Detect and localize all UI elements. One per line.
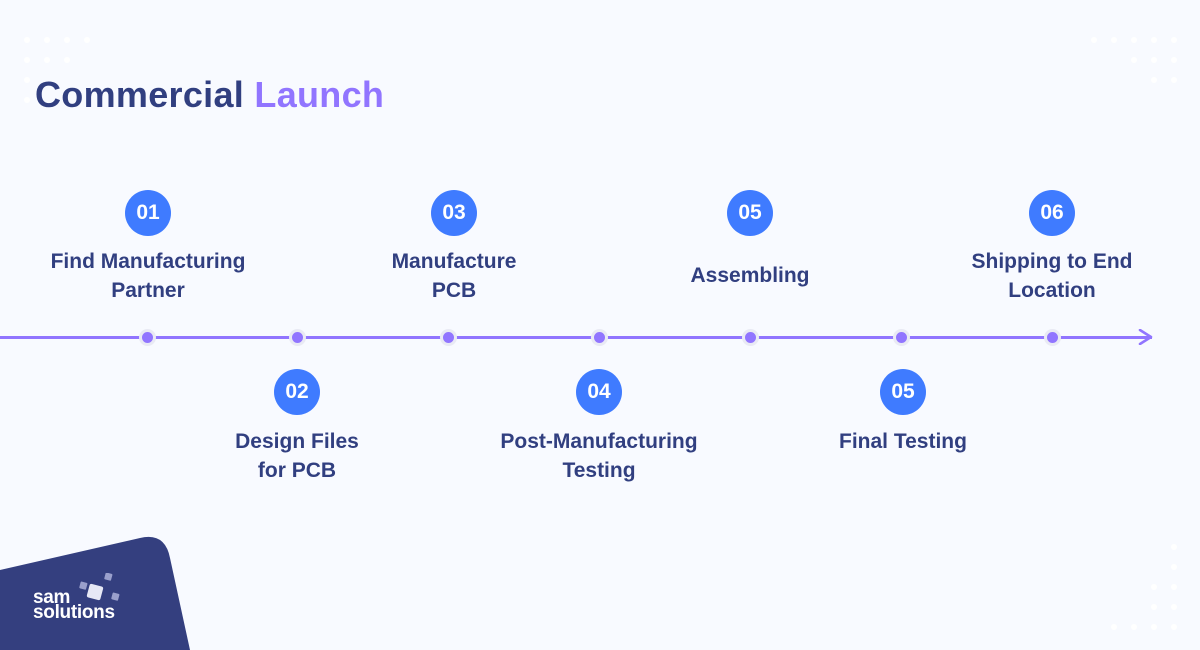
step-number-badge: 05 [727, 190, 773, 236]
step-number-badge: 06 [1029, 190, 1075, 236]
title-part-1: Commercial [35, 74, 245, 115]
step-02: 02 Design Files for PCB [167, 369, 427, 485]
step-number-badge: 05 [880, 369, 926, 415]
timeline-node-2 [288, 329, 306, 346]
step-01: 01 Find Manufacturing Partner [18, 190, 278, 305]
step-06: 06 Shipping to End Location [922, 190, 1182, 305]
step-03: 03 Manufacture PCB [324, 190, 584, 305]
page-title: Commercial Launch [35, 74, 384, 116]
timeline-node-1 [138, 329, 156, 346]
step-label: Find Manufacturing Partner [50, 250, 246, 302]
step-label: Manufacture PCB [391, 250, 517, 302]
title-part-2: Launch [254, 74, 385, 115]
step-label: Post-Manufacturing Testing [500, 430, 698, 482]
step-05-assembling: 05 Assembling [620, 190, 880, 290]
step-number-badge: 01 [125, 190, 171, 236]
timeline-line [0, 336, 1152, 339]
timeline-node-7 [1043, 329, 1061, 346]
timeline-node-3 [439, 329, 457, 346]
step-05-final-testing: 05 Final Testing [773, 369, 1033, 456]
step-label: Shipping to End Location [971, 250, 1133, 302]
decorative-dots-top-right [1050, 0, 1200, 100]
decorative-dots-top-left [0, 0, 100, 110]
step-label: Final Testing [839, 430, 967, 453]
timeline-node-4 [590, 329, 608, 346]
decorative-dots-bottom-right [1080, 520, 1200, 650]
step-number-badge: 02 [274, 369, 320, 415]
arrow-right-icon [1138, 329, 1153, 345]
step-label: Design Files for PCB [235, 430, 359, 482]
step-number-badge: 03 [431, 190, 477, 236]
step-number-badge: 04 [576, 369, 622, 415]
step-label: Assembling [690, 264, 810, 287]
step-04: 04 Post-Manufacturing Testing [469, 369, 729, 485]
company-logo: sam solutions [33, 587, 115, 623]
timeline-node-6 [892, 329, 910, 346]
timeline-node-5 [741, 329, 759, 346]
logo-squares-icon [79, 573, 120, 601]
